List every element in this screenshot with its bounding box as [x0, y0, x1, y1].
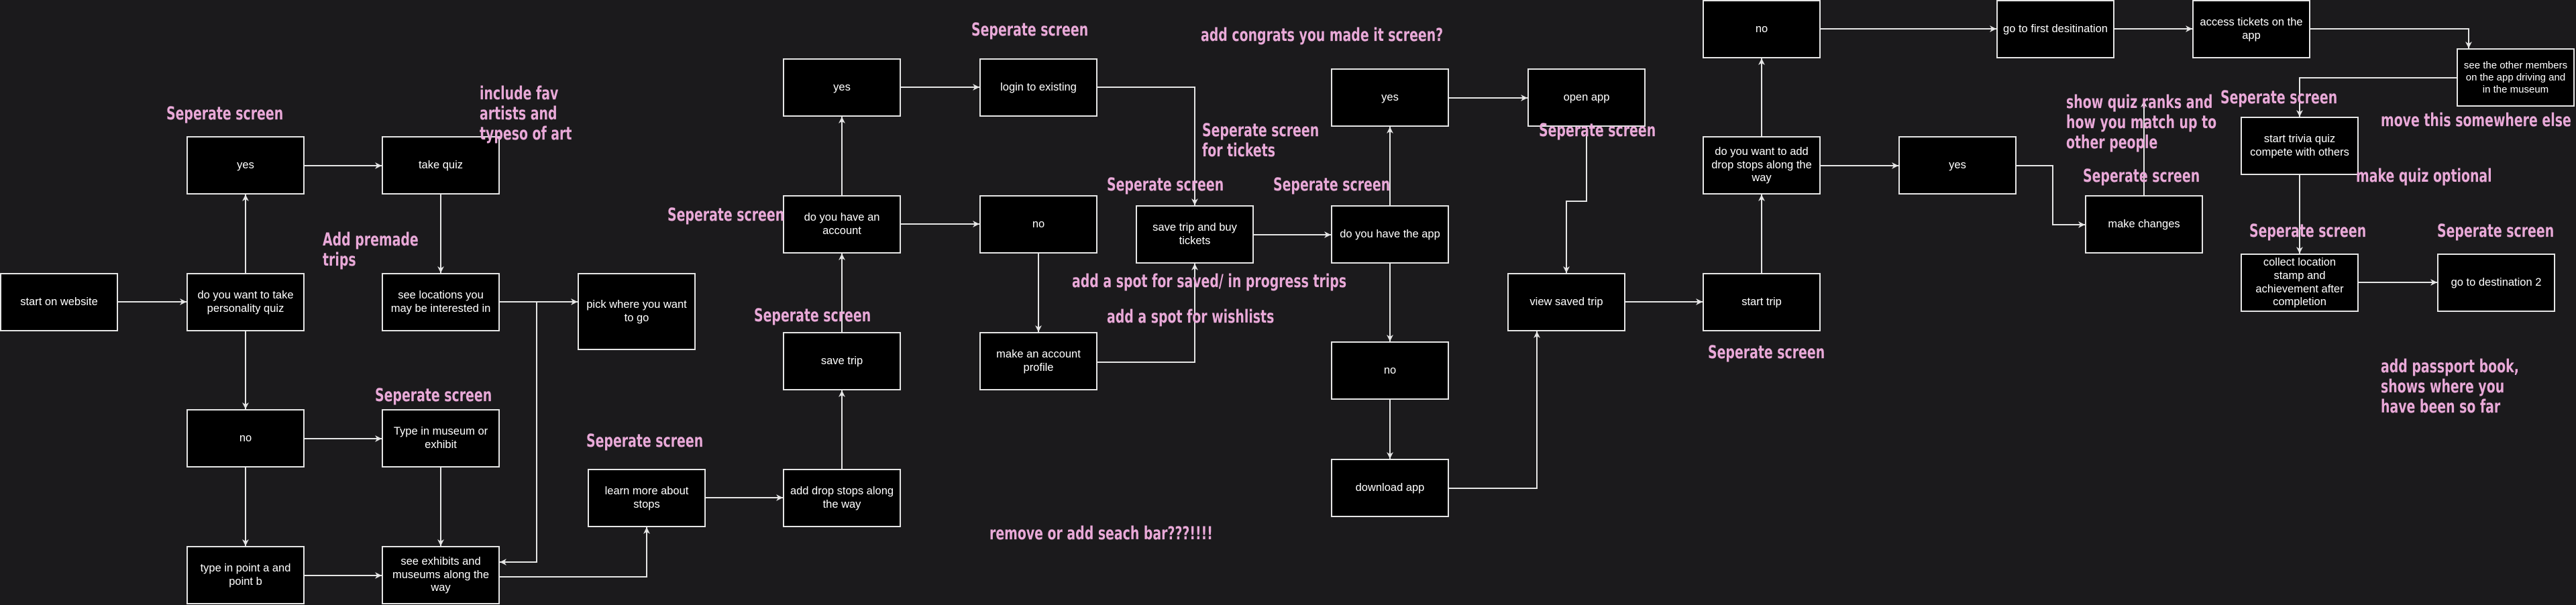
node-destination-2[interactable]: go to destination 2 [2437, 254, 2555, 312]
note-seperate-screen-tickets: Seperate screen for tickets [1202, 120, 1320, 162]
node-download-app[interactable]: download app [1331, 459, 1449, 517]
node-start-trip[interactable]: start trip [1703, 273, 1821, 331]
connector-arrow-26 [1449, 331, 1540, 489]
node-first-destination[interactable]: go to first desitination [1996, 0, 2114, 58]
node-see-locations[interactable]: see locations you may be interested in [382, 273, 500, 331]
node-yes-2[interactable]: yes [783, 58, 901, 117]
note-seperate-screen: Seperate screen [2220, 87, 2338, 108]
connector-arrow-27 [1563, 127, 1587, 273]
node-save-trip-1[interactable]: save trip [783, 332, 901, 390]
node-open-app[interactable]: open app [1527, 68, 1646, 127]
node-have-app-question[interactable]: do you have the app [1331, 205, 1449, 264]
node-no-3[interactable]: no [1331, 341, 1449, 400]
node-save-buy-tickets[interactable]: save trip and buy tickets [1136, 205, 1254, 264]
node-add-drop-question[interactable]: do you want to add drop stops along the … [1703, 136, 1821, 195]
note-seperate-screen: Seperate screen [166, 103, 284, 124]
node-yes-4[interactable]: yes [1898, 136, 2017, 195]
connector-arrow-36 [2017, 165, 2085, 228]
note-make-quiz-optional: make quiz optional [2356, 166, 2492, 186]
note-include-fav-artists: include fav artists and typeso of art [480, 83, 572, 145]
node-trivia-quiz[interactable]: start trivia quiz compete with others [2241, 117, 2359, 175]
node-yes-3[interactable]: yes [1331, 68, 1449, 127]
node-take-quiz[interactable]: take quiz [382, 136, 500, 195]
node-view-saved-trip[interactable]: view saved trip [1507, 273, 1625, 331]
node-type-museum[interactable]: Type in museum or exhibit [382, 409, 500, 468]
note-seperate-screen: Seperate screen [2083, 166, 2200, 186]
note-seperate-screen: Seperate screen [1107, 174, 1224, 195]
note-seperate-screen: Seperate screen [586, 431, 704, 451]
node-make-account[interactable]: make an account profile [979, 332, 1097, 390]
note-seperate-screen: Seperate screen [971, 19, 1089, 40]
connector-arrow-11 [500, 527, 650, 578]
node-yes-1[interactable]: yes [186, 136, 305, 195]
connector-arrow-6 [500, 301, 537, 565]
node-learn-stops[interactable]: learn more about stops [588, 469, 706, 527]
node-no-2[interactable]: no [979, 195, 1097, 254]
node-have-account-question[interactable]: do you have an account [783, 195, 901, 254]
note-seperate-screen: Seperate screen [667, 205, 785, 225]
note-seperate-screen: Seperate screen [375, 385, 492, 406]
note-add-congrats-screen: add congrats you made it screen? [1201, 25, 1444, 46]
node-collect-stamp[interactable]: collect location stamp and achievement a… [2241, 254, 2359, 312]
connector-arrow-34 [2310, 28, 2472, 48]
node-type-points[interactable]: type in point a and point b [186, 546, 305, 604]
note-seperate-screen: Seperate screen [1273, 174, 1391, 195]
note-add-wishlists: add a spot for wishlists [1107, 307, 1275, 327]
note-seperate-screen: Seperate screen [2437, 221, 2555, 241]
node-see-exhibits[interactable]: see exhibits and museums along the way [382, 546, 500, 604]
note-seperate-screen: Seperate screen [1539, 120, 1656, 141]
note-add-premade-trips: Add premade trips [323, 229, 419, 271]
note-show-quiz-ranks: show quiz ranks and how you match up to … [2066, 92, 2217, 154]
node-login-existing[interactable]: login to existing [979, 58, 1097, 117]
node-no-1[interactable]: no [186, 409, 305, 468]
node-see-members[interactable]: see the other members on the app driving… [2457, 48, 2575, 107]
node-add-drop-stops[interactable]: add drop stops along the way [783, 469, 901, 527]
node-pick-where[interactable]: pick where you want to go [578, 273, 696, 350]
node-start-website[interactable]: start on website [0, 273, 118, 331]
node-no-4[interactable]: no [1703, 0, 1821, 58]
note-seperate-screen: Seperate screen [2249, 221, 2367, 241]
note-seperate-screen: Seperate screen [754, 305, 871, 326]
node-take-quiz-question[interactable]: do you want to take personality quiz [186, 273, 305, 331]
note-move-somewhere-else: move this somewhere else [2381, 110, 2571, 131]
note-search-bar: remove or add seach bar???!!!! [989, 523, 1213, 544]
note-add-saved-trips: add a spot for saved/ in progress trips [1072, 271, 1347, 292]
node-make-changes[interactable]: make changes [2085, 195, 2203, 254]
node-access-tickets[interactable]: access tickets on the app [2192, 0, 2310, 58]
note-seperate-screen: Seperate screen [1708, 342, 1825, 363]
note-add-passport-book: add passport book, shows where you have … [2381, 356, 2519, 418]
